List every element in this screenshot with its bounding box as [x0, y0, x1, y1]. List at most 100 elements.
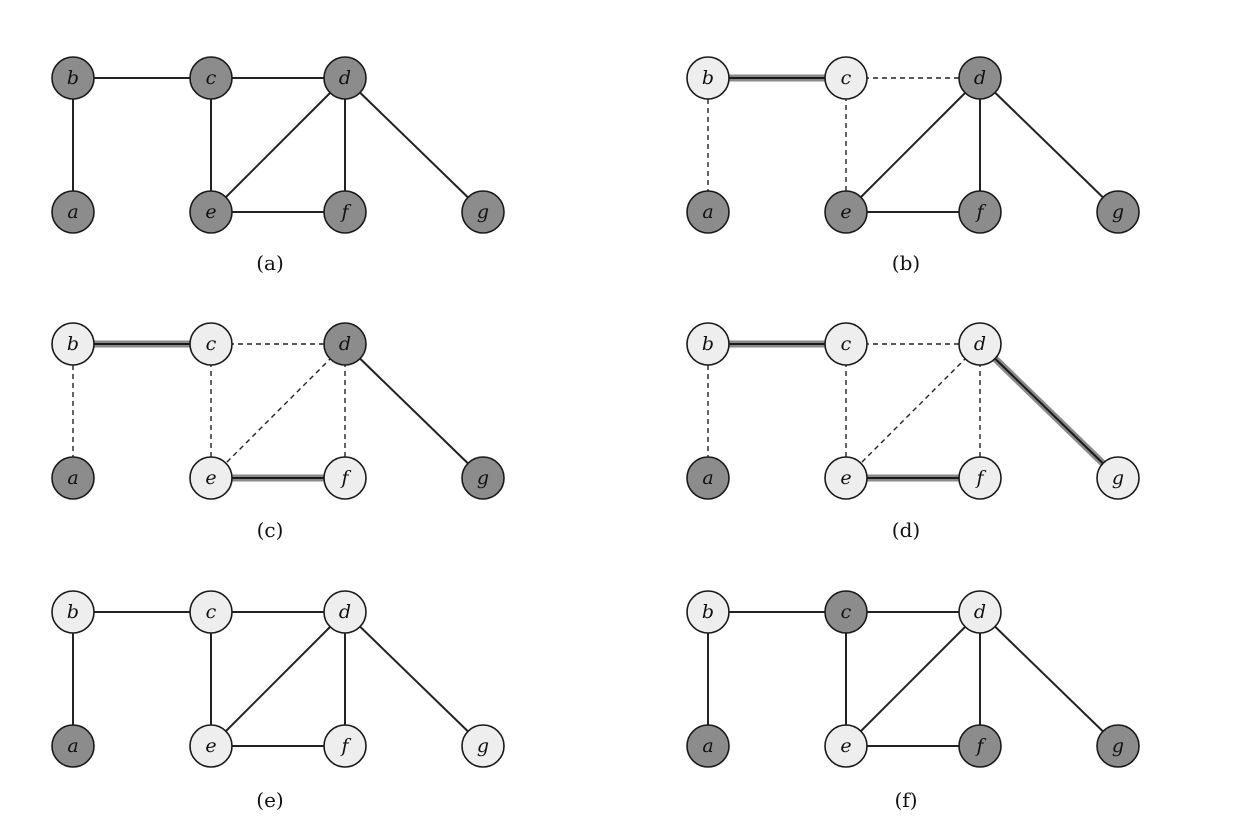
node-a-covered-circle	[51, 456, 95, 500]
node-f: f	[958, 724, 1002, 768]
node-b-free-circle	[686, 56, 730, 100]
node-e-label: e	[205, 467, 216, 489]
node-a: a	[51, 724, 95, 768]
node-g-label: g	[1112, 201, 1124, 223]
node-e: e	[824, 456, 868, 500]
node-c: c	[824, 56, 868, 100]
edge-d-e-solid	[845, 77, 981, 213]
node-a: a	[686, 724, 730, 768]
node-f-free-circle	[323, 724, 367, 768]
panel-b-caption: (b)	[892, 251, 920, 275]
node-e-covered-circle	[189, 190, 233, 234]
node-b-label: b	[702, 601, 714, 623]
node-e-label: e	[205, 201, 216, 223]
node-a-label: a	[702, 735, 713, 757]
node-d: d	[958, 590, 1002, 634]
node-f: f	[958, 456, 1002, 500]
node-g-label: g	[477, 201, 489, 223]
node-d-label: d	[339, 333, 351, 355]
node-f-free-circle	[958, 456, 1002, 500]
solid-edge-line	[979, 611, 1119, 747]
node-g-label: g	[1112, 735, 1124, 757]
node-a-label: a	[67, 467, 78, 489]
edge-d-e-solid	[210, 611, 346, 747]
edge-d-g-solid	[979, 611, 1119, 747]
node-e-label: e	[840, 467, 851, 489]
node-a: a	[51, 456, 95, 500]
node-b: b	[51, 56, 95, 100]
node-b: b	[51, 322, 95, 366]
edge-d-g-solid	[344, 77, 484, 213]
node-g: g	[1096, 724, 1140, 768]
node-f-covered-circle	[323, 190, 367, 234]
solid-edge-line	[210, 77, 346, 213]
node-g-label: g	[477, 467, 489, 489]
node-b: b	[686, 590, 730, 634]
node-a-covered-circle	[686, 724, 730, 768]
node-e-free-circle	[824, 724, 868, 768]
node-a-label: a	[67, 201, 78, 223]
node-b-label: b	[67, 601, 79, 623]
node-b-label: b	[67, 67, 79, 89]
edge-d-g-solid	[344, 343, 484, 479]
node-e-free-circle	[824, 456, 868, 500]
node-c-label: c	[841, 67, 852, 89]
node-a: a	[686, 190, 730, 234]
node-g-covered-circle	[1096, 190, 1140, 234]
node-e-covered-circle	[824, 190, 868, 234]
node-a-covered-circle	[686, 456, 730, 500]
panel-d-caption: (d)	[892, 518, 920, 542]
node-b-free-circle	[686, 590, 730, 634]
node-c-label: c	[841, 601, 852, 623]
node-d-free-circle	[958, 322, 1002, 366]
node-c: c	[189, 56, 233, 100]
node-c-label: c	[206, 601, 217, 623]
node-a-label: a	[702, 201, 713, 223]
node-b-free-circle	[51, 322, 95, 366]
node-c-label: c	[206, 67, 217, 89]
node-c-free-circle	[824, 56, 868, 100]
node-g-label: g	[477, 735, 489, 757]
node-f: f	[958, 190, 1002, 234]
solid-edge-line	[210, 611, 346, 747]
node-b-free-circle	[51, 590, 95, 634]
node-f-free-circle	[323, 456, 367, 500]
node-g-covered-circle	[461, 456, 505, 500]
node-b-free-circle	[686, 322, 730, 366]
node-d-covered-circle	[323, 322, 367, 366]
node-d-label: d	[974, 601, 986, 623]
node-f: f	[323, 724, 367, 768]
node-f-covered-circle	[958, 724, 1002, 768]
node-d: d	[323, 56, 367, 100]
node-a-covered-circle	[51, 190, 95, 234]
node-d: d	[958, 322, 1002, 366]
node-d: d	[323, 322, 367, 366]
node-f-label: f	[974, 735, 986, 757]
node-c: c	[189, 322, 233, 366]
node-f-label: f	[339, 735, 351, 757]
node-c-free-circle	[189, 590, 233, 634]
node-c-free-circle	[824, 322, 868, 366]
solid-edge-line	[845, 77, 981, 213]
node-e-free-circle	[189, 456, 233, 500]
node-d: d	[323, 590, 367, 634]
node-f-covered-circle	[958, 190, 1002, 234]
node-d-free-circle	[958, 590, 1002, 634]
node-g: g	[461, 190, 505, 234]
node-e: e	[189, 456, 233, 500]
node-f-label: f	[339, 201, 351, 223]
matched-edge-core	[979, 343, 1119, 479]
edge-d-e-solid	[845, 611, 981, 747]
node-c-covered-circle	[824, 590, 868, 634]
node-a-label: a	[702, 467, 713, 489]
edge-d-e-dashed	[210, 343, 346, 479]
solid-edge-line	[845, 611, 981, 747]
solid-edge-line	[979, 77, 1119, 213]
node-c-label: c	[841, 333, 852, 355]
node-g-label: g	[1112, 467, 1124, 489]
node-c: c	[824, 590, 868, 634]
node-e: e	[824, 190, 868, 234]
